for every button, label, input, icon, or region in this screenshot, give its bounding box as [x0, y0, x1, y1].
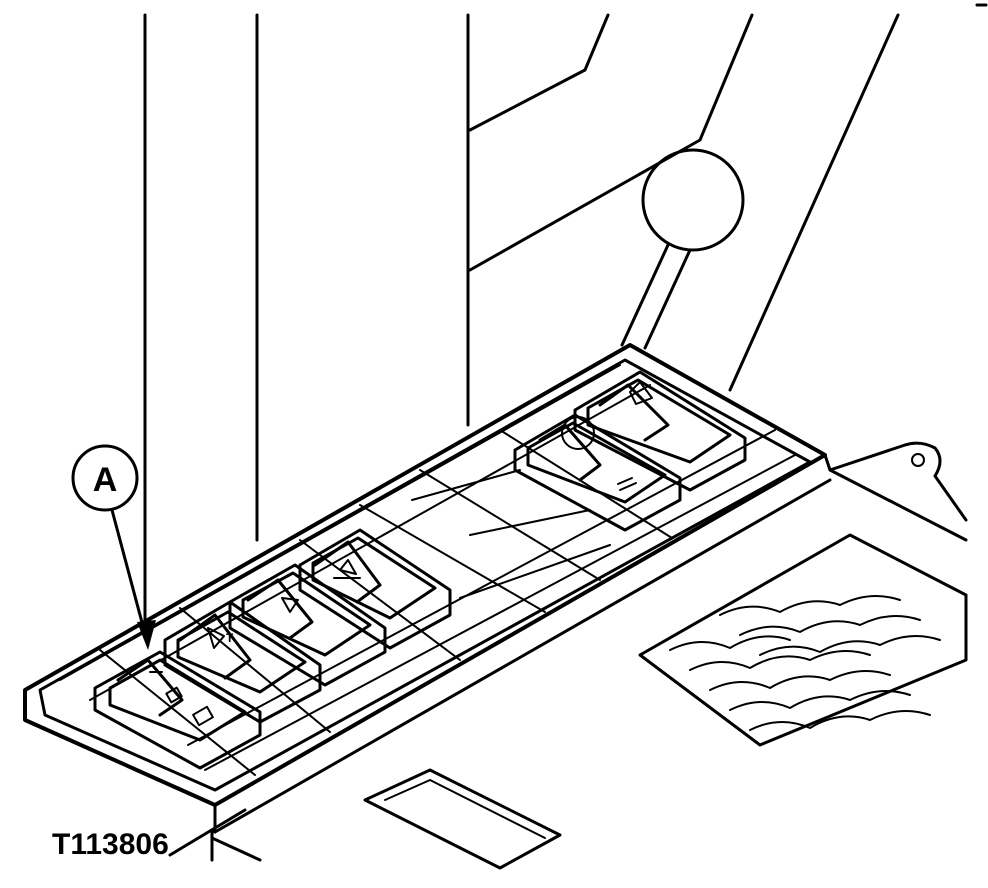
switch-icon-b: T: [207, 627, 234, 649]
callout-label: A: [93, 461, 118, 499]
cab-frame: [143, 3, 988, 632]
switch-icon-f: [629, 381, 653, 405]
svg-text:T: T: [226, 631, 234, 645]
rocker-switch-2: T: [163, 600, 322, 724]
floor-opening: [363, 768, 562, 870]
callout-arrowhead: [137, 620, 156, 650]
control-lever: [620, 148, 745, 350]
switch-icon-a: [149, 671, 214, 727]
panel-grid: [59, 364, 796, 776]
switch-icon-d: [333, 559, 361, 579]
rocker-switch-3: [228, 563, 387, 687]
callout-a: A: [71, 444, 156, 650]
rocker-switch-6: [573, 370, 747, 492]
switch-icon-e: [561, 416, 637, 491]
vent-grille: [638, 533, 968, 747]
rocker-switch-1: [93, 650, 262, 770]
switch-panel: [23, 343, 968, 862]
switch-icon-c: [281, 597, 299, 613]
figure-id: T113806: [52, 828, 169, 861]
rocker-switch-4: [298, 528, 452, 650]
